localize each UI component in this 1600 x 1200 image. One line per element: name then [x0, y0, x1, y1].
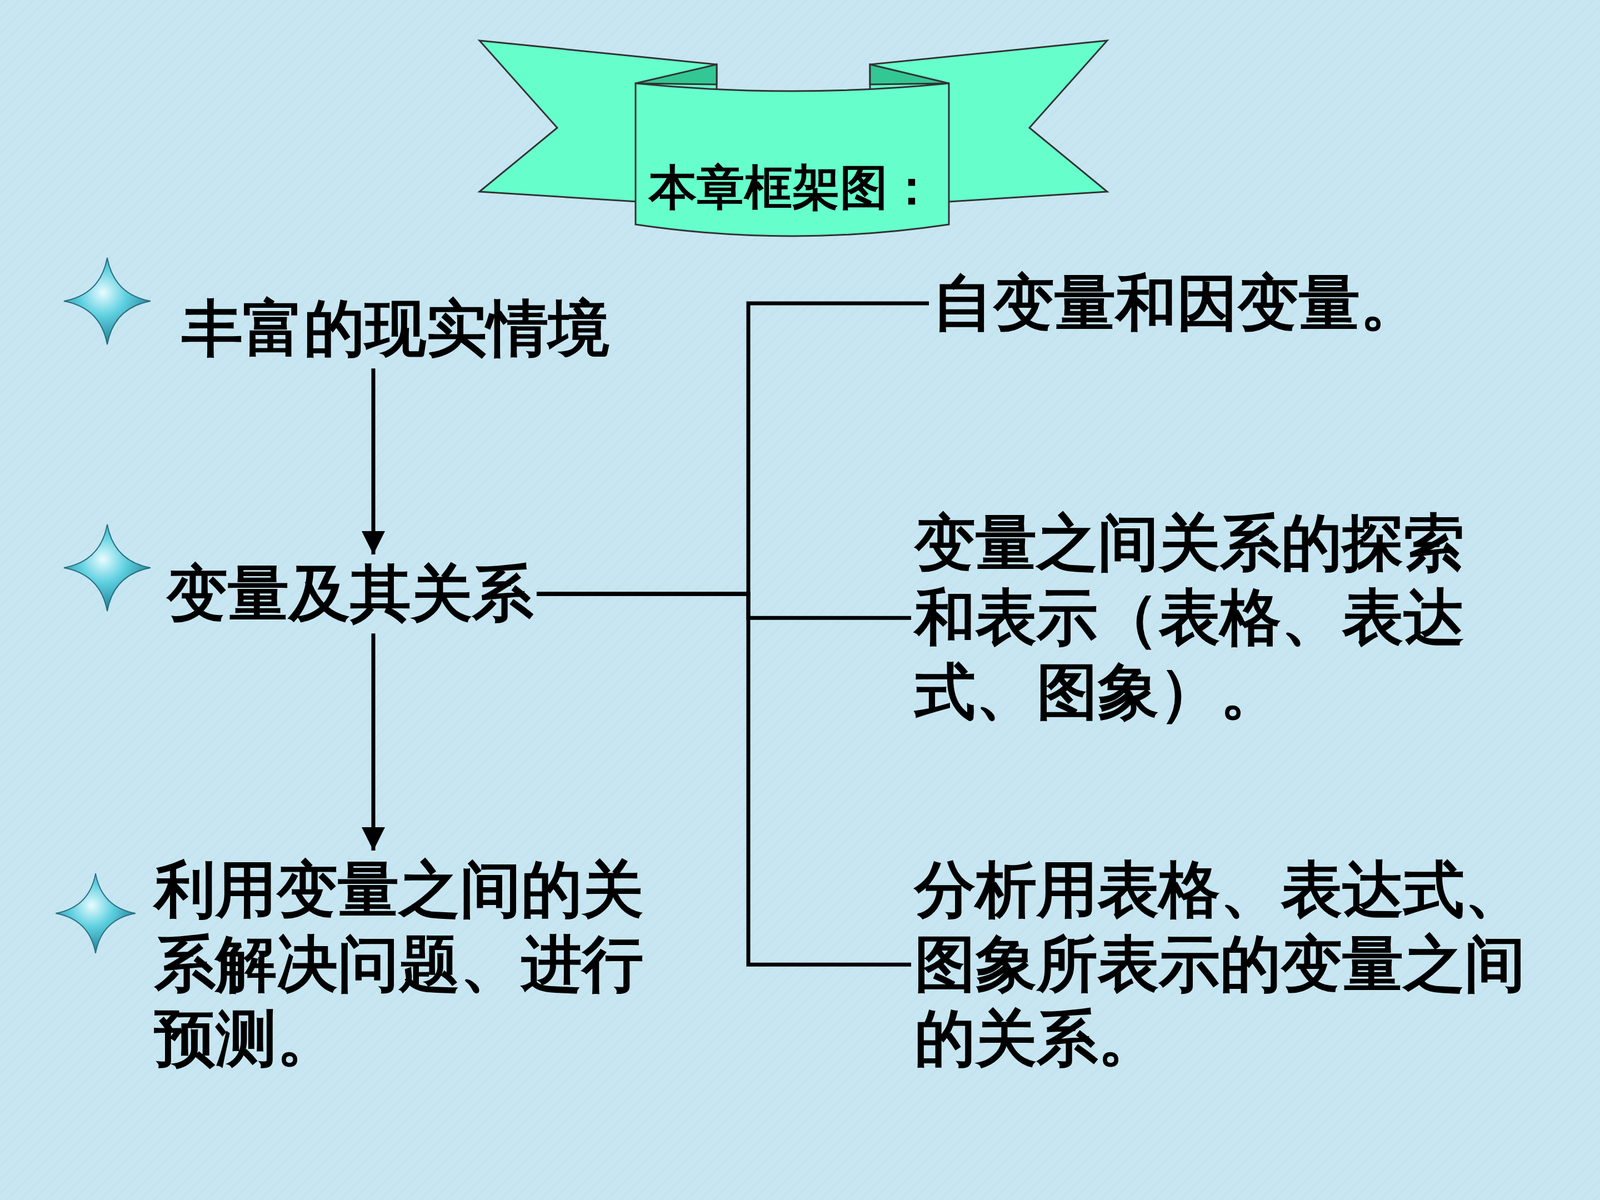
- node-text: 变量之间关系的探索和表示（表格、表达式、图象）。: [914, 506, 1480, 730]
- node-text: 分析用表格、表达式、图象所表示的变量之间的关系。: [914, 852, 1542, 1077]
- star-bullet: [55, 873, 136, 954]
- bracket-line: [536, 593, 912, 618]
- flow-arrow: [371, 633, 376, 851]
- node-text: 丰富的现实情境: [181, 291, 610, 367]
- star-bullet: [63, 257, 151, 345]
- situation-box: 丰富的现实情境: [178, 289, 613, 369]
- content-box: 变量之间关系的探索和表示（表格、表达式、图象）。: [911, 503, 1484, 733]
- star-bullet: [63, 524, 151, 612]
- chart-title: 本章框架图：: [635, 155, 949, 221]
- topic-box: 变量及其关系: [163, 554, 537, 634]
- node-text: 变量及其关系: [166, 556, 534, 632]
- flow-arrow: [371, 368, 376, 555]
- application-box: 利用变量之间的关系解决问题、进行预测。: [151, 850, 663, 1079]
- title-banner: [479, 40, 1108, 237]
- node-text: 利用变量之间的关系解决问题、进行预测。: [154, 852, 659, 1077]
- content-box: 分析用表格、表达式、图象所表示的变量之间的关系。: [911, 850, 1545, 1079]
- content-box: 自变量和因变量。: [928, 263, 1425, 343]
- node-text: 自变量和因变量。: [932, 266, 1422, 341]
